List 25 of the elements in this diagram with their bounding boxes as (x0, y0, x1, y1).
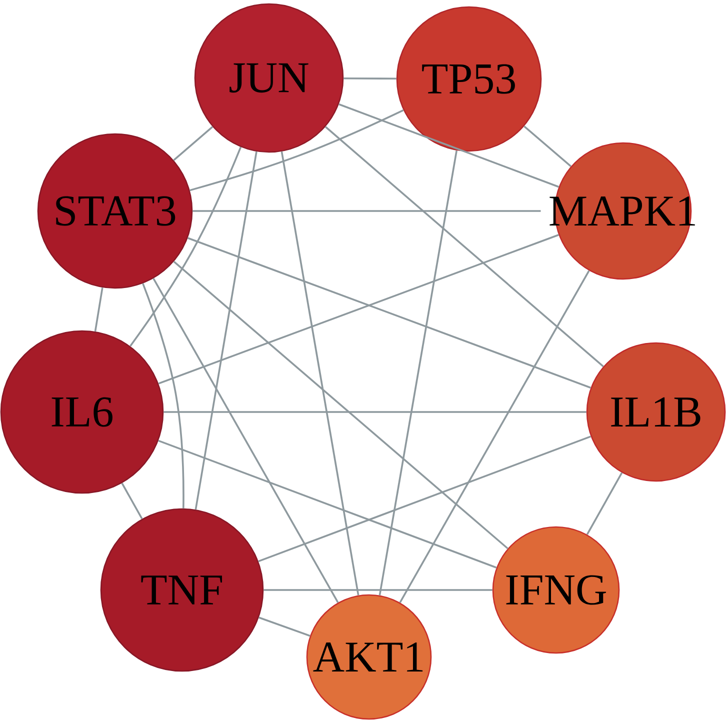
edge-line (194, 151, 258, 510)
edge-line (173, 260, 508, 550)
edge-line (280, 151, 360, 596)
edge-line (338, 103, 560, 188)
edge-line (152, 278, 339, 603)
edge-line (158, 440, 497, 568)
edge-line (324, 126, 604, 368)
edge-line (190, 109, 404, 192)
edge-line (187, 237, 592, 389)
edge-line (258, 616, 310, 637)
edge-line (130, 146, 242, 347)
edge-line (173, 126, 214, 161)
edge-line (158, 234, 559, 384)
edge-line (264, 589, 492, 591)
edge-line (524, 126, 572, 167)
edge-line (258, 436, 592, 562)
edge-line (378, 150, 458, 596)
edge-line (192, 210, 541, 212)
edge-line (586, 472, 623, 535)
edge-line (164, 411, 586, 413)
edge-line (94, 287, 104, 332)
edge-line (121, 482, 143, 520)
edge-line (344, 77, 396, 80)
edge-line (142, 283, 184, 508)
edge-line (399, 270, 590, 603)
